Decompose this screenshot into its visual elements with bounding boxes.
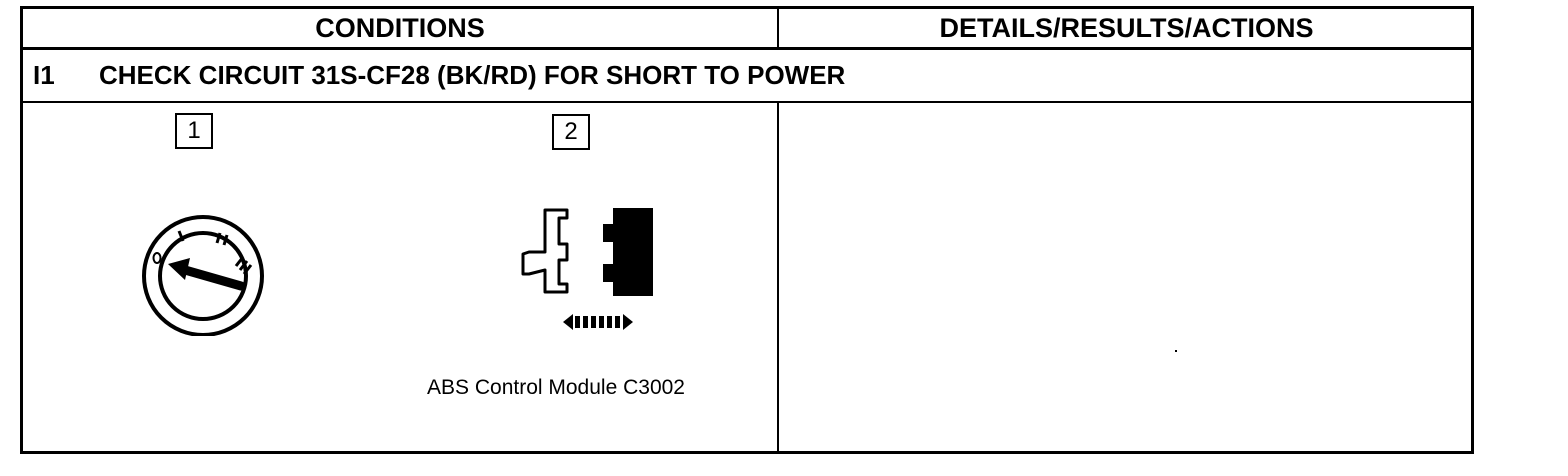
- scan-speck: [1175, 350, 1177, 352]
- details-header: DETAILS/RESULTS/ACTIONS: [779, 6, 1474, 50]
- disconnect-connector-icon: [521, 208, 653, 330]
- diagnostic-table: CONDITIONS DETAILS/RESULTS/ACTIONS I1 CH…: [20, 6, 1474, 454]
- column-divider: [777, 103, 779, 451]
- step-2-box: 2: [552, 114, 590, 150]
- ignition-switch-icon: [142, 215, 264, 336]
- conditions-header: CONDITIONS: [23, 6, 779, 50]
- step-number: I1: [33, 60, 55, 90]
- step-title: CHECK CIRCUIT 31S-CF28 (BK/RD) FOR SHORT…: [99, 60, 846, 90]
- step-row: I1 CHECK CIRCUIT 31S-CF28 (BK/RD) FOR SH…: [23, 50, 1471, 103]
- connector-caption: ABS Control Module C3002: [427, 376, 685, 399]
- step-1-box: 1: [175, 113, 213, 149]
